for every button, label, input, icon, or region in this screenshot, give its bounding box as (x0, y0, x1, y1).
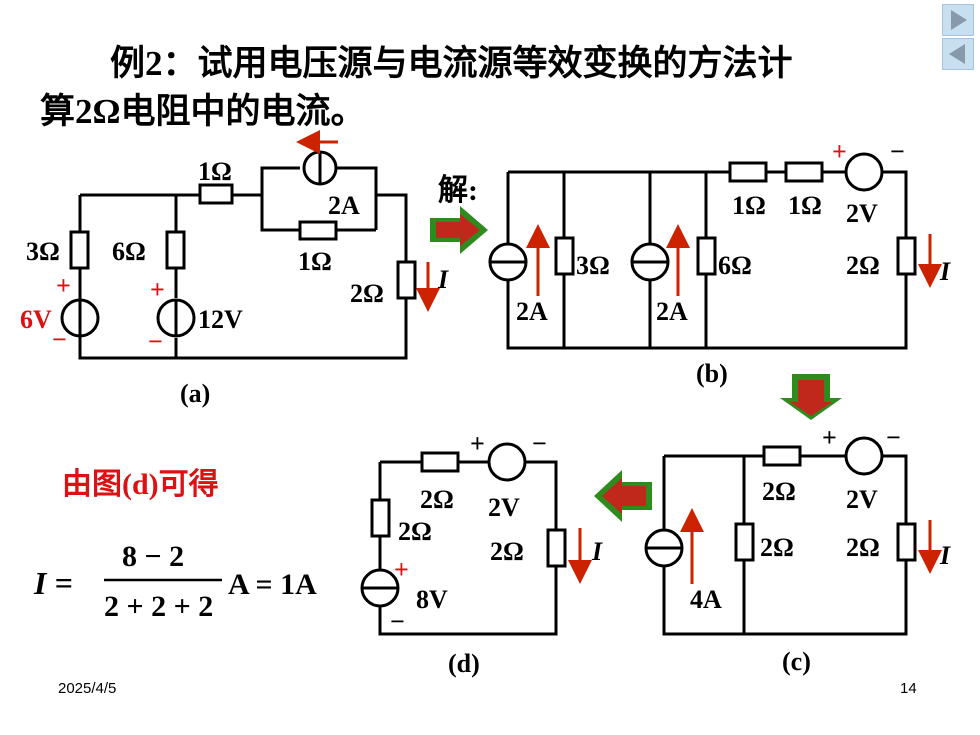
b-r-top1-label: 1Ω (732, 191, 766, 220)
title-line-2: 算2Ω电阻中的电流。 (40, 92, 366, 131)
footer-page-number: 14 (900, 680, 917, 697)
b-caption: (b) (696, 359, 728, 388)
d-current-label: I (591, 537, 603, 566)
d-caption: (d) (448, 649, 480, 678)
d-minus-top: − (532, 429, 547, 458)
a-v1-label: 6V (20, 305, 52, 334)
b-v-label: 2V (846, 199, 878, 228)
b-s2-label: 2A (656, 297, 688, 326)
transform-arrow-right (430, 206, 488, 254)
a-plus-1: + (56, 271, 71, 300)
a-plus-2: + (150, 275, 165, 304)
result-formula: 由图(d)可得 I = 8 − 2 2 + 2 + 2 A = 1A (33, 468, 317, 623)
b-r1-label: 3Ω (576, 251, 610, 280)
d-r-load-label: 2Ω (490, 537, 524, 566)
c-current-label: I (939, 541, 951, 570)
formula-numerator: 8 − 2 (122, 540, 184, 573)
circuit-c: 4A 2Ω 2Ω 2V 2Ω I + − (c) (644, 423, 951, 676)
b-plus: + (832, 137, 847, 166)
formula-lhs: I = (33, 565, 73, 601)
a-v2-label: 12V (198, 305, 243, 334)
d-v-top-label: 2V (488, 493, 520, 522)
play-right-icon (951, 10, 967, 30)
circuit-a: 1Ω 2A 1Ω 3Ω 6Ω 2Ω 6V 12V I + − + − (a) (20, 130, 449, 408)
c-r-top-label: 2Ω (762, 477, 796, 506)
c-r-mid-label: 2Ω (760, 533, 794, 562)
d-r-left-label: 2Ω (398, 517, 432, 546)
a-minus-2: − (148, 327, 163, 356)
c-r-load-label: 2Ω (846, 533, 880, 562)
a-r-left2-label: 6Ω (112, 237, 146, 266)
b-r-load-label: 2Ω (846, 251, 880, 280)
a-caption: (a) (180, 379, 210, 408)
d-v-left-label: 8V (416, 585, 448, 614)
a-r-load-label: 2Ω (350, 279, 384, 308)
transform-arrow-left (594, 470, 652, 522)
circuit-b: 2A 3Ω 2A 6Ω 1Ω 1Ω 2V 2Ω I + − (b) (488, 137, 951, 388)
prev-slide-button[interactable] (942, 38, 974, 70)
b-r2-label: 6Ω (718, 251, 752, 280)
a-r-parallel-label: 1Ω (298, 247, 332, 276)
d-plus-top: + (470, 429, 485, 458)
result-text: 由图(d)可得 (62, 468, 219, 501)
a-r-left1-label: 3Ω (26, 237, 60, 266)
c-minus: − (886, 423, 901, 452)
d-plus-left: + (394, 555, 409, 584)
transform-arrow-down (780, 374, 842, 420)
b-current-label: I (939, 257, 951, 286)
a-minus-1: − (52, 325, 67, 354)
title-line-1: 例2：试用电压源与电流源等效变换的方法计 (110, 44, 793, 83)
a-current-source-label: 2A (328, 191, 360, 220)
next-slide-button[interactable] (942, 4, 974, 36)
c-plus: + (822, 423, 837, 452)
b-r-top2-label: 1Ω (788, 191, 822, 220)
footer-date: 2025/4/5 (58, 680, 117, 697)
a-r-top-label: 1Ω (198, 157, 232, 186)
c-v-label: 2V (846, 485, 878, 514)
d-minus-left: − (390, 607, 405, 636)
solution-label: 解: (438, 174, 478, 207)
b-s1-label: 2A (516, 297, 548, 326)
c-s-label: 4A (690, 585, 722, 614)
formula-rhs: A = 1A (228, 568, 317, 601)
b-minus: − (890, 137, 905, 166)
slide-title: 例2：试用电压源与电流源等效变换的方法计 算2Ω电阻中的电流。 (40, 40, 900, 136)
c-caption: (c) (782, 647, 811, 676)
circuit-d: 2Ω 2Ω 8V 2V 2Ω I + − + − (d) (360, 429, 603, 678)
formula-denominator: 2 + 2 + 2 (104, 590, 213, 623)
play-left-icon (949, 44, 965, 64)
a-current-label: I (437, 265, 449, 294)
d-r-top-label: 2Ω (420, 485, 454, 514)
